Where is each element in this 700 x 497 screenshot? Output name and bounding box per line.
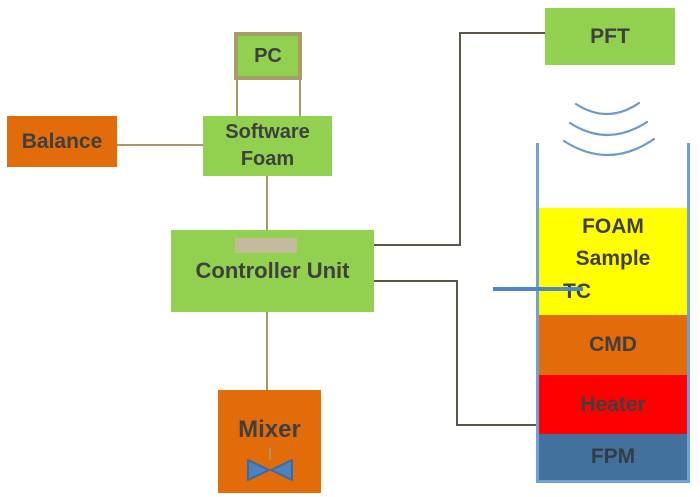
connector-pc-software-right [299, 72, 301, 117]
controller-unit-box: Controller Unit [171, 230, 374, 312]
connector-controller-pft-seg1 [374, 244, 461, 246]
cmd-layer: CMD [539, 315, 687, 375]
connector-balance-software [117, 144, 203, 146]
connector-controller-pft-seg2 [459, 32, 461, 246]
foam-sample-layer: FOAM Sample TC [539, 208, 687, 315]
vessel-wall-bottom [536, 480, 690, 483]
controller-slot-icon [235, 238, 297, 253]
connector-controller-mixer [266, 312, 268, 390]
connector-controller-pft-seg3 [459, 32, 545, 34]
connector-pc-software-left [236, 72, 238, 117]
heater-label: Heater [580, 392, 646, 416]
pc-box: PC [234, 32, 302, 80]
mixer-valve-icon [246, 459, 293, 481]
pft-box: PFT [545, 8, 675, 65]
heater-layer: Heater [539, 375, 687, 434]
connector-controller-vessel-seg1 [374, 280, 458, 282]
wave-arcs-icon [562, 101, 656, 157]
tc-probe-icon [493, 287, 583, 291]
connector-controller-vessel-seg2 [456, 280, 458, 426]
fpm-label: FPM [590, 445, 636, 468]
cmd-label: CMD [589, 333, 637, 356]
software-foam-box: Software Foam [203, 116, 332, 176]
pft-label: PFT [590, 24, 630, 48]
sample-label: Sample [575, 247, 651, 270]
fpm-layer: FPM [539, 434, 687, 480]
mixer-box: Mixer [218, 390, 321, 493]
controller-unit-label: Controller Unit [195, 258, 350, 283]
mixer-label: Mixer [238, 416, 301, 443]
connector-controller-vessel-seg3 [456, 424, 537, 426]
foam-label: FOAM [582, 215, 644, 238]
software-foam-label: Software Foam [225, 121, 310, 170]
balance-box: Balance [7, 116, 117, 167]
connector-software-controller [266, 176, 268, 230]
pc-label: PC [254, 44, 282, 67]
mixer-shaft-line [268, 448, 271, 460]
tc-label: TC [563, 280, 591, 303]
balance-label: Balance [21, 129, 103, 153]
vessel-wall-right [687, 143, 690, 483]
vessel-wall-left [536, 143, 539, 483]
